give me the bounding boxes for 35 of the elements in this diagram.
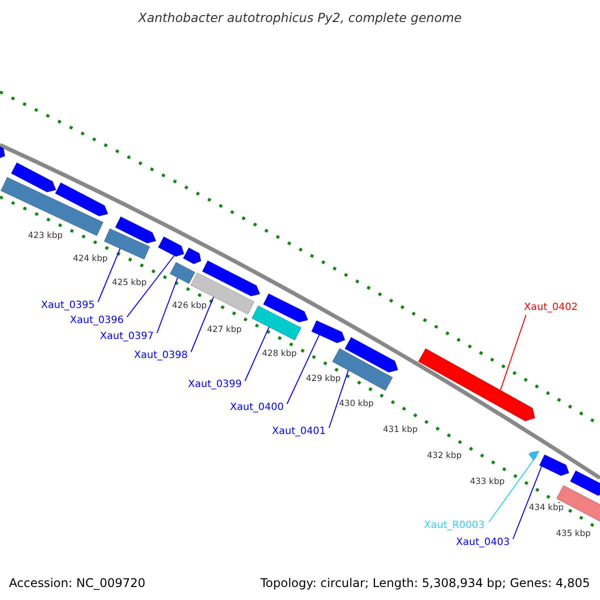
leader-line bbox=[190, 296, 214, 352]
diagram-title: Xanthobacter autotrophicus Py2, complete genome bbox=[136, 9, 463, 27]
position-label: 434 kbp bbox=[529, 503, 564, 513]
gene-label: Xaut_0399 bbox=[188, 378, 242, 392]
position-label: 427 kbp bbox=[207, 325, 242, 335]
position-label: 432 kbp bbox=[427, 451, 462, 461]
leader-line bbox=[286, 334, 320, 404]
leader-line bbox=[244, 326, 270, 382]
gene-label: Xaut_0398 bbox=[134, 349, 188, 363]
gene-label: Xaut_0400 bbox=[230, 401, 284, 415]
gene-label: Xaut_0397 bbox=[100, 330, 154, 344]
gene-label: Xaut_0401 bbox=[272, 425, 326, 439]
position-label: 428 kbp bbox=[262, 349, 297, 359]
position-label: 423 kbp bbox=[28, 231, 63, 241]
gene-label: Xaut_0403 bbox=[456, 536, 510, 550]
leader-line bbox=[328, 370, 349, 428]
gene-label: Xaut_0402 bbox=[524, 301, 578, 315]
position-label: 433 kbp bbox=[470, 477, 505, 487]
gene-label: Xaut_0396 bbox=[70, 314, 124, 328]
leader-line bbox=[500, 314, 526, 391]
leader-line bbox=[488, 458, 535, 522]
gene-label: Xaut_0395 bbox=[41, 299, 95, 313]
position-label: 426 kbp bbox=[172, 301, 207, 311]
genome-info: Topology: circular; Length: 5,308,934 bp; Genes: 4,805 bbox=[260, 575, 590, 592]
leader-line bbox=[156, 277, 178, 334]
position-label: 425 kbp bbox=[112, 278, 147, 288]
position-label: 431 kbp bbox=[383, 425, 418, 435]
position-label: 430 kbp bbox=[339, 399, 374, 409]
genome-info: Accession: NC_009720 bbox=[9, 575, 146, 592]
position-label: 429 kbp bbox=[306, 374, 341, 384]
leader-line bbox=[126, 255, 175, 318]
gene-label: Xaut_R0003 bbox=[424, 519, 485, 533]
leader-line bbox=[512, 466, 542, 540]
position-label: 424 kbp bbox=[73, 254, 108, 264]
leader-line bbox=[98, 248, 121, 302]
